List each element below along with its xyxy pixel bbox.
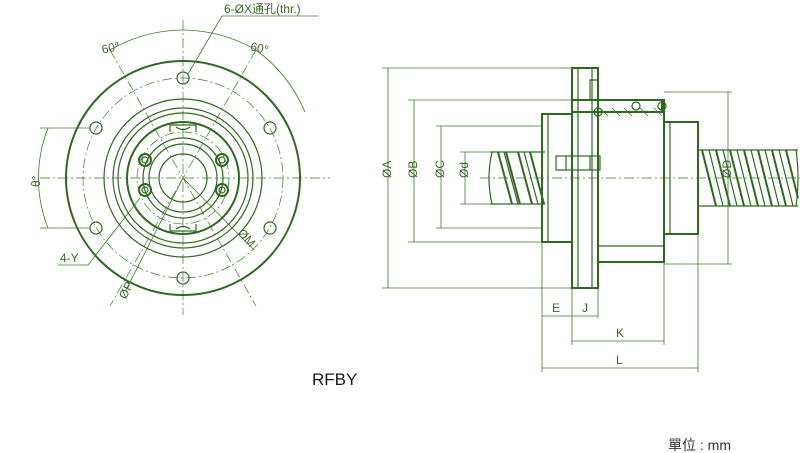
dim-a-label: ØA [380, 161, 394, 178]
dim-d-label: Ød [457, 162, 471, 178]
dim-k-label: K [616, 326, 624, 340]
return-plugs [138, 153, 229, 197]
dim-j-label: J [582, 301, 588, 315]
nut-body [597, 99, 665, 263]
side-view: ØA ØB ØC Ød ØD E [380, 67, 800, 372]
length-dimensions: E J K L [541, 234, 699, 372]
y-callout-label: 4-Y [60, 251, 79, 265]
dim-m-label: ØM [235, 226, 258, 250]
diameter-dimensions: ØA ØB ØC Ød ØD [380, 67, 734, 289]
model-title: RFBY [312, 370, 357, 389]
angle-left-label: 60° [100, 39, 121, 57]
dim-p-label: ØP [116, 279, 136, 301]
unit-label: 單位 : mm [668, 437, 731, 453]
dim-D-label: ØD [720, 160, 734, 178]
dim-b-label: ØB [406, 161, 420, 178]
theta-label: θ° [29, 175, 43, 187]
flange-outer-circle [65, 60, 301, 296]
dim-c-label: ØC [433, 160, 447, 178]
hole-callout-label: 6-ØX通孔(thr.) [224, 2, 301, 16]
angle-right-label: 60° [249, 40, 270, 58]
front-view: 6-ØX通孔(thr.) 60° 60° θ° 4-Y ØP ØM [29, 2, 330, 315]
dim-l-label: L [616, 353, 623, 367]
dim-e-label: E [552, 301, 560, 315]
